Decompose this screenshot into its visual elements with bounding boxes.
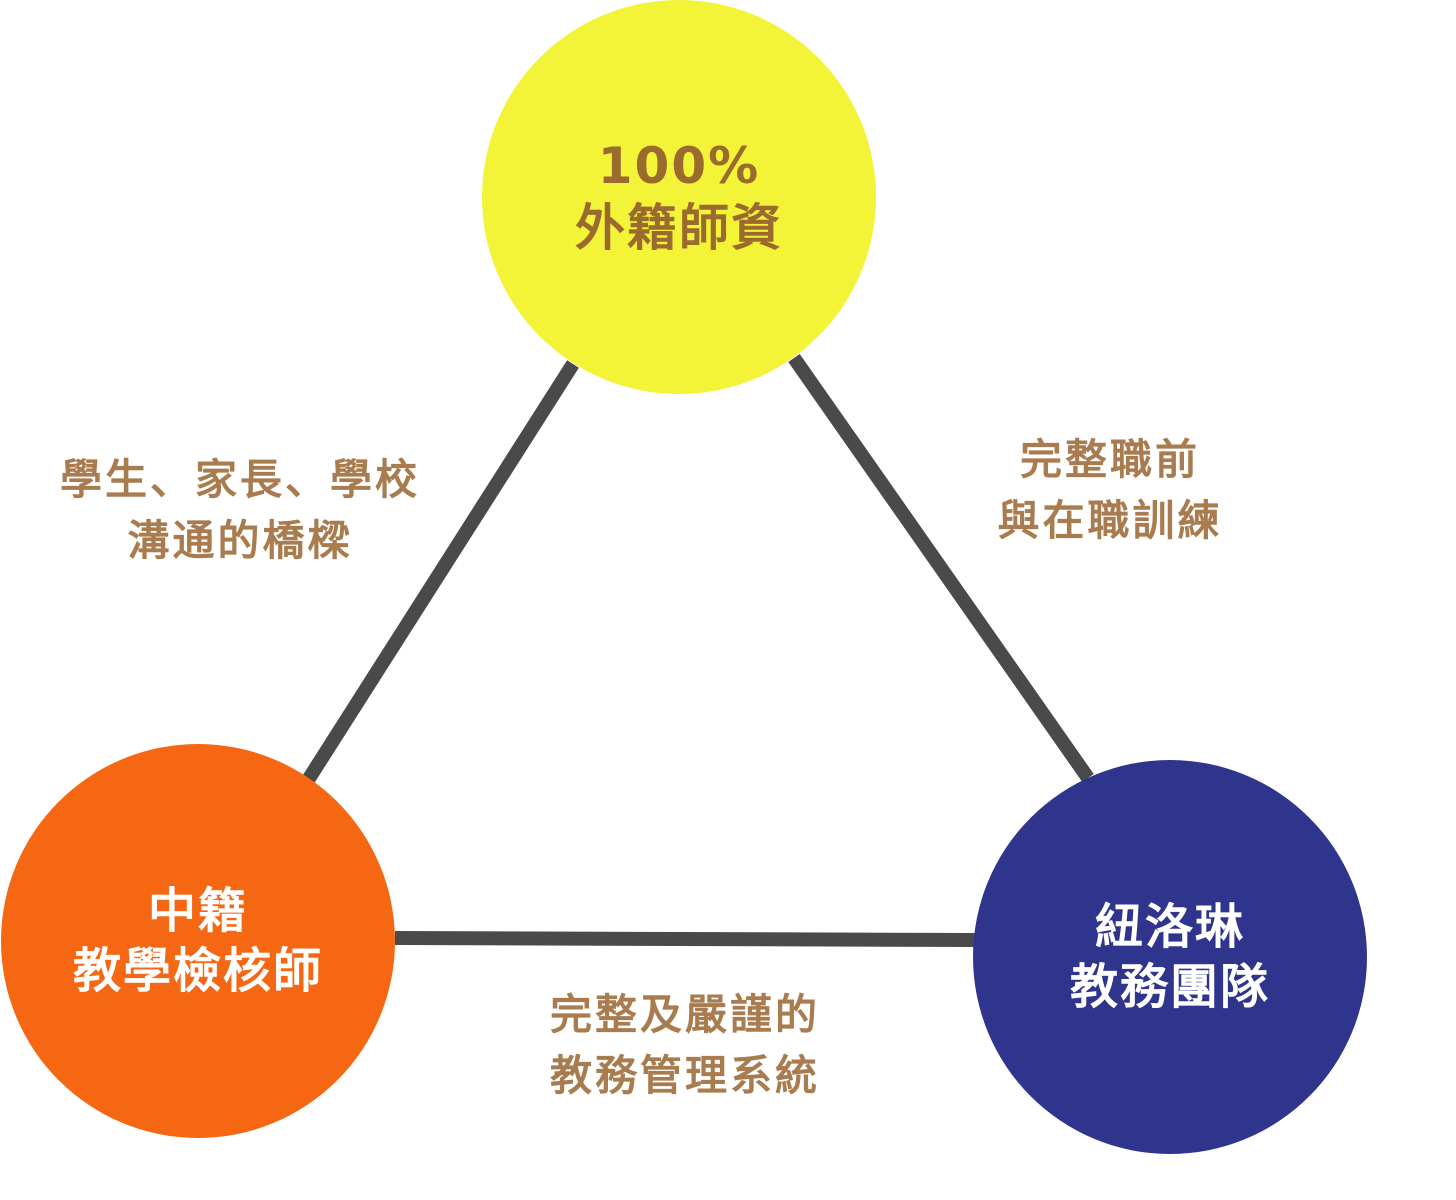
- edge-label-bottom-line2: 教務管理系統: [549, 1050, 820, 1100]
- edge-label-bottom-line1: 完整及嚴謹的: [549, 990, 820, 1039]
- node-top-line1: 100%: [597, 136, 761, 195]
- edge-line-top-right: [788, 353, 1094, 783]
- edge-label-left-line2: 溝通的橋樑: [127, 515, 353, 565]
- node-right-line1: 紐洛琳: [1094, 899, 1245, 955]
- edge-label-right-line1: 完整職前: [1019, 435, 1200, 484]
- node-top-line2: 外籍師資: [575, 199, 783, 257]
- edge-line-top-left: [302, 360, 579, 784]
- edge-label-training: 完整職前 與在職訓練: [960, 430, 1260, 552]
- node-foreign-teachers: 100% 外籍師資: [482, 0, 876, 394]
- node-right-line2: 教務團隊: [1069, 959, 1270, 1015]
- edge-label-right-line2: 與在職訓練: [997, 495, 1223, 545]
- node-academic-team: 紐洛琳 教務團隊: [973, 760, 1367, 1154]
- edge-label-management: 完整及嚴謹的 教務管理系統: [520, 985, 850, 1107]
- edge-line-left-right: [394, 931, 976, 947]
- node-chinese-reviewers: 中籍 教學檢核師: [1, 744, 395, 1138]
- edge-label-communication: 學生、家長、學校 溝通的橋樑: [30, 450, 450, 572]
- edge-label-left-line1: 學生、家長、學校: [59, 455, 420, 504]
- node-left-line1: 中籍: [147, 883, 248, 939]
- node-left-line2: 教學檢核師: [72, 943, 323, 999]
